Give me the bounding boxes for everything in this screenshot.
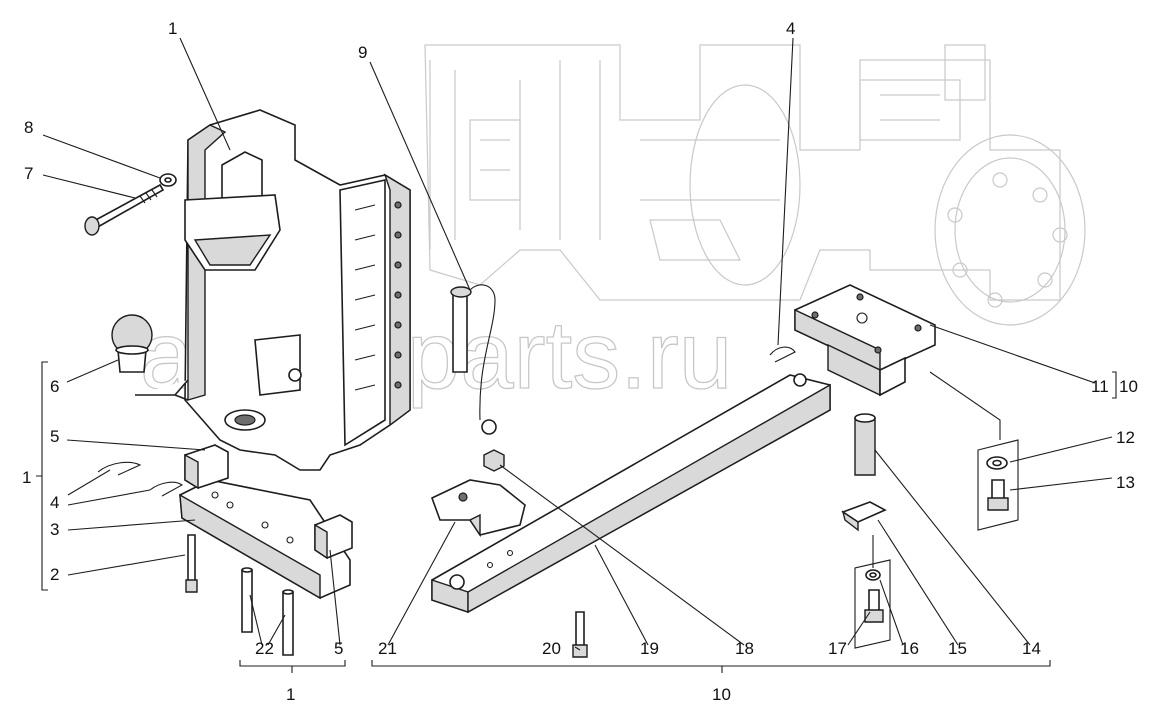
callout-6: 6 [50, 377, 59, 396]
tractor-housing-ghost [424, 44, 1086, 326]
callout-3: 3 [50, 520, 59, 539]
callout-22: 22 [255, 639, 274, 658]
group-bracket-10-bottom [371, 660, 1051, 673]
group-bracket-1-left [36, 361, 48, 591]
hitch-body-drawing [135, 109, 411, 471]
callout-16: 16 [900, 639, 919, 658]
fastener-inset-16-17 [854, 535, 891, 649]
callout-4-top: 4 [786, 19, 795, 38]
callout-7: 7 [24, 164, 33, 183]
group-bracket-10-right [1112, 371, 1117, 399]
washer-8-drawing [159, 173, 177, 187]
spring-pins-4-drawing [97, 461, 184, 497]
callout-13: 13 [1116, 473, 1135, 492]
callout-2: 2 [50, 565, 59, 584]
callout-5-upper: 5 [50, 427, 59, 446]
callout-10-right: 10 [1119, 377, 1138, 396]
callout-1-bottom: 1 [286, 685, 295, 704]
callout-14: 14 [1022, 639, 1041, 658]
callout-1-top: 1 [168, 19, 177, 38]
bracket-21-drawing [430, 479, 526, 538]
callout-10-bottom: 10 [712, 685, 731, 704]
pin-9-drawing [450, 284, 497, 435]
clip-15-drawing [841, 501, 887, 532]
callout-17: 17 [828, 639, 847, 658]
plate-3-drawing [179, 479, 351, 600]
leader-lines [42, 37, 1113, 651]
block-5-lower-drawing [314, 514, 353, 560]
callout-1-left: 1 [22, 468, 31, 487]
callout-19: 19 [640, 639, 659, 658]
fastener-inset-12-13 [929, 371, 1019, 531]
callout-12: 12 [1116, 428, 1135, 447]
support-plate-11-drawing [794, 284, 936, 397]
callout-4-left: 4 [50, 493, 59, 512]
callouts: 1 4 9 8 7 6 5 4 1 3 2 22 5 1 21 20 19 18… [22, 19, 1138, 704]
bolt-2-drawing [185, 534, 198, 593]
pins-22-drawing [241, 567, 294, 656]
callout-9: 9 [358, 43, 367, 62]
tow-ball-drawing [111, 314, 153, 373]
callout-20: 20 [542, 639, 561, 658]
callout-5-lower: 5 [334, 639, 343, 658]
callout-11: 11 [1091, 377, 1109, 396]
group-bracket-1-bottom [239, 660, 346, 673]
pin-14-drawing [854, 413, 876, 476]
callout-15: 15 [948, 639, 967, 658]
callout-21: 21 [378, 639, 397, 658]
nut-18-drawing [483, 449, 505, 472]
callout-8: 8 [24, 118, 33, 137]
block-5-upper-drawing [184, 444, 229, 490]
drawbar-10-drawing [431, 346, 831, 614]
bolt-7-drawing [84, 183, 165, 236]
bolt-20-drawing [572, 611, 588, 658]
callout-18: 18 [735, 639, 754, 658]
